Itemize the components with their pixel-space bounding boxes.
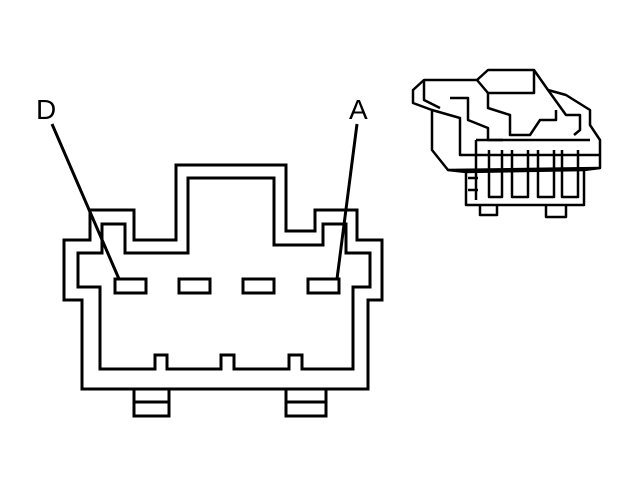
leader-line-a [335, 123, 359, 280]
terminal-cavity-d [113, 277, 148, 295]
connector-isometric-view [411, 68, 602, 219]
connector-face-outline [62, 163, 384, 391]
mounting-tab-left [132, 389, 171, 418]
mounting-tab-right [284, 389, 328, 418]
label-d: D [36, 94, 56, 125]
terminal-cavity-c [177, 277, 212, 295]
label-a: A [349, 94, 368, 125]
terminal-cavity-a [306, 277, 341, 295]
leader-line-d [50, 123, 121, 280]
terminal-cavity-b [241, 277, 276, 295]
connector-face-inner-outline [76, 176, 372, 371]
